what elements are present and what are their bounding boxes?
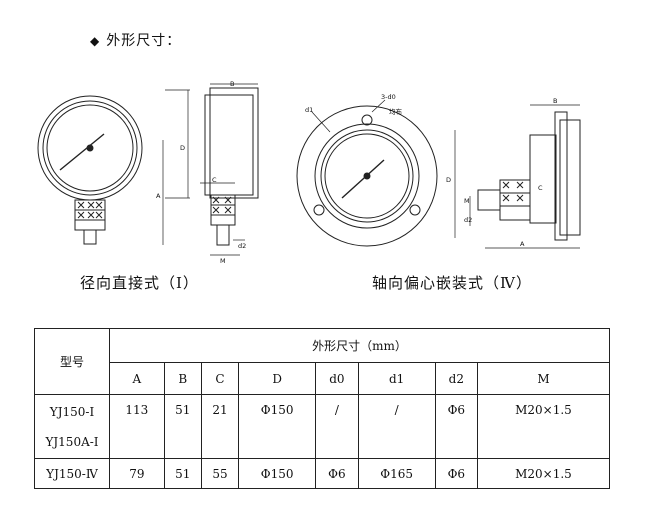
table-row: YJ150-Ⅰ YJ150A-Ⅰ 113 51 21 Φ150 / / Φ6 M… <box>34 394 611 459</box>
value-cell: / <box>357 394 436 459</box>
radial-gauge-front-view <box>37 95 143 245</box>
value-cell: / <box>315 394 359 459</box>
value-cell: 21 <box>200 394 240 459</box>
label-b-left: B <box>230 80 235 88</box>
value-cell: M20×1.5 <box>476 458 611 489</box>
value-cell: 79 <box>109 458 165 489</box>
dimensions-table: 型号 外形尺寸（mm） A B C D d0 d1 d2 M YJ150-Ⅰ Y… <box>34 328 611 489</box>
col-d2: d2 <box>434 362 478 395</box>
label-d0: 3-d0 <box>381 93 396 101</box>
value-cell: 55 <box>200 458 240 489</box>
value-cell: Φ165 <box>357 458 436 489</box>
model-name: YJ150-Ⅳ <box>34 458 110 489</box>
col-d: D <box>238 362 317 395</box>
col-b: B <box>163 362 202 395</box>
radial-gauge-side-view <box>162 83 259 256</box>
label-c-right: C <box>538 184 543 192</box>
model-name: YJ150-Ⅰ <box>49 404 95 419</box>
label-d-left: D <box>180 144 186 152</box>
value-cell: Φ6 <box>434 394 478 459</box>
value-cell: Φ6 <box>434 458 478 489</box>
diamond-bullet-icon: ◆ <box>90 34 101 48</box>
axial-gauge-side-view <box>454 104 581 249</box>
value-cell: Φ150 <box>238 458 317 489</box>
label-d2-right: d2 <box>464 216 473 224</box>
label-d0-note: 均布 <box>389 108 402 116</box>
value-cell: 51 <box>163 458 202 489</box>
label-d1: d1 <box>305 106 314 114</box>
value-cell: M20×1.5 <box>476 394 611 459</box>
section-heading: ◆ 外形尺寸： <box>90 30 181 50</box>
col-d1: d1 <box>357 362 436 395</box>
table-header-row: 型号 外形尺寸（mm） <box>34 328 610 395</box>
value-cell: 113 <box>109 394 165 459</box>
technical-drawings <box>37 83 581 256</box>
col-c: C <box>200 362 240 395</box>
section-title: 外形尺寸： <box>106 33 182 49</box>
value-cell: Φ6 <box>315 458 359 489</box>
label-m-right: M <box>464 197 470 205</box>
axial-gauge-front-view <box>296 99 438 247</box>
label-a-right: A <box>520 240 525 248</box>
label-m-left: M <box>220 257 226 265</box>
model-header: 型号 <box>34 328 110 395</box>
model-name: YJ150A-Ⅰ <box>45 434 99 449</box>
table-row: YJ150-Ⅳ 79 51 55 Φ150 Φ6 Φ165 Φ6 M20×1.5 <box>34 458 611 489</box>
caption-radial-direct: 径向直接式（Ⅰ） <box>80 274 199 292</box>
col-m: M <box>476 362 611 395</box>
column-header-row: A B C D d0 d1 d2 M <box>35 362 611 395</box>
caption-axial-eccentric: 轴向偏心嵌装式（Ⅳ） <box>372 274 532 292</box>
value-cell: 51 <box>163 394 202 459</box>
col-a: A <box>109 362 165 395</box>
label-d2-left: d2 <box>238 242 247 250</box>
value-cell: Φ150 <box>238 394 317 459</box>
col-d0: d0 <box>315 362 359 395</box>
dims-header: 外形尺寸（mm） <box>109 328 610 363</box>
label-a-left: A <box>156 192 161 200</box>
model-cell: YJ150-Ⅰ YJ150A-Ⅰ <box>34 394 110 459</box>
label-b-right: B <box>553 97 558 105</box>
label-c-left: C <box>212 176 217 184</box>
label-d-right: D <box>446 176 452 184</box>
